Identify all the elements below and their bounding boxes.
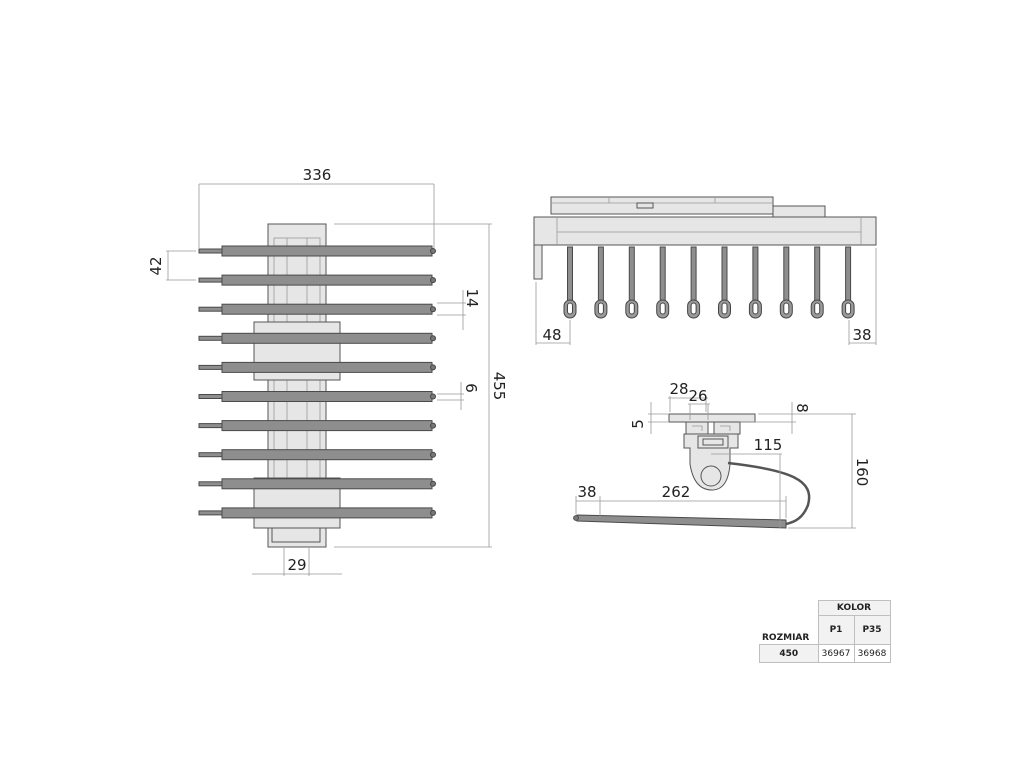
- rod-end: [430, 509, 436, 516]
- hook-hole: [721, 302, 728, 315]
- rod-end: [430, 248, 436, 254]
- hanger-rod: [221, 274, 433, 286]
- dim-arm-offset: 115: [754, 436, 783, 454]
- rod-end: [430, 335, 436, 342]
- dim-side-left: 48: [542, 326, 561, 344]
- rod-end: [430, 306, 436, 313]
- dim-side-right: 38: [852, 326, 871, 344]
- clip-plate: [668, 413, 756, 423]
- hook-stem: [690, 246, 697, 303]
- hanger-rod: [221, 361, 433, 373]
- code-p35: 36968: [853, 644, 891, 663]
- hanger-rod: [221, 420, 433, 432]
- rod-tip: [198, 452, 224, 458]
- hook-hole: [814, 302, 821, 315]
- rod-end: [430, 364, 436, 371]
- hook-stem: [783, 246, 790, 303]
- hook-hole: [783, 302, 790, 315]
- hook-hole: [659, 302, 666, 315]
- slide-bracket: [533, 244, 543, 280]
- rod-tip: [198, 335, 224, 341]
- rod-tip: [198, 394, 224, 399]
- hook-hole: [845, 302, 852, 315]
- hook-stem: [814, 246, 821, 303]
- hook-hole: [690, 302, 697, 315]
- rod-end: [430, 451, 436, 458]
- rod-tip: [198, 481, 224, 487]
- hook-stem: [752, 246, 759, 303]
- profile-view: 28 26 5 8 115 160 38 262: [573, 380, 871, 529]
- slide-top: [550, 196, 774, 215]
- hook-stem: [845, 246, 852, 303]
- header-kolor: KOLOR: [817, 600, 891, 616]
- rod-tip: [198, 423, 224, 429]
- side-view: 48 38: [533, 196, 877, 345]
- col-p35: P35: [853, 615, 891, 645]
- hook-stem: [567, 246, 573, 303]
- dim-profile-height: 160: [853, 458, 871, 487]
- dim-tip-size: 6: [462, 383, 480, 393]
- hook-stem: [721, 246, 728, 303]
- rod-tip: [198, 248, 224, 254]
- dim-bar-length: 262: [662, 483, 691, 501]
- dim-rail-width: 29: [287, 556, 306, 574]
- rod-tip: [198, 510, 224, 516]
- size-value: 450: [759, 644, 819, 663]
- hook-hole: [628, 302, 635, 315]
- hook-stem: [628, 246, 635, 303]
- hanger-rods: [198, 245, 436, 519]
- rod-end: [430, 422, 436, 429]
- col-p1: P1: [817, 615, 855, 645]
- dim-rod-diameter: 14: [463, 288, 481, 307]
- hanger-rod: [221, 507, 433, 519]
- rod-end: [430, 393, 436, 400]
- side-hooks: [563, 246, 855, 319]
- hanger-rod: [221, 449, 433, 461]
- hook-stem: [659, 246, 666, 303]
- row-header: ROZMIAR: [762, 633, 810, 643]
- dim-rod-spacing: 42: [147, 256, 165, 275]
- code-p1: 36967: [817, 644, 855, 663]
- slide-extension: [772, 205, 826, 218]
- rail-end: [271, 527, 321, 543]
- hanger-rod: [221, 391, 433, 402]
- bottom-bar: [576, 514, 787, 529]
- dim-clip-top: 8: [793, 403, 811, 413]
- carrier-hole: [700, 465, 722, 487]
- hanger-rod: [221, 332, 433, 344]
- rod-end: [430, 277, 436, 284]
- rod-end: [430, 480, 436, 487]
- hanger-rod: [221, 245, 433, 257]
- hanger-rod: [221, 303, 433, 315]
- hanger-rod: [221, 478, 433, 490]
- hook-stem: [597, 246, 604, 303]
- rod-tip: [198, 306, 224, 312]
- dim-clip-gap: 5: [629, 419, 647, 429]
- top-view: 336 42 14 6 455 29: [147, 166, 508, 576]
- dim-total-width: 336: [303, 166, 332, 184]
- rod-tip: [198, 364, 224, 370]
- dim-bar-offset: 38: [577, 483, 596, 501]
- dim-clip-a: 28: [669, 380, 688, 398]
- hook-hole: [597, 302, 604, 315]
- rod-tip: [198, 277, 224, 283]
- slide-body: [533, 216, 877, 246]
- dim-clip-b: 26: [688, 387, 707, 405]
- hook-hole: [752, 302, 759, 315]
- dim-total-height: 455: [490, 372, 508, 401]
- spec-table: KOLOR P1 P35 450 36967 36968: [759, 600, 891, 663]
- hook-hole: [567, 302, 573, 315]
- arm-wire: [727, 461, 811, 526]
